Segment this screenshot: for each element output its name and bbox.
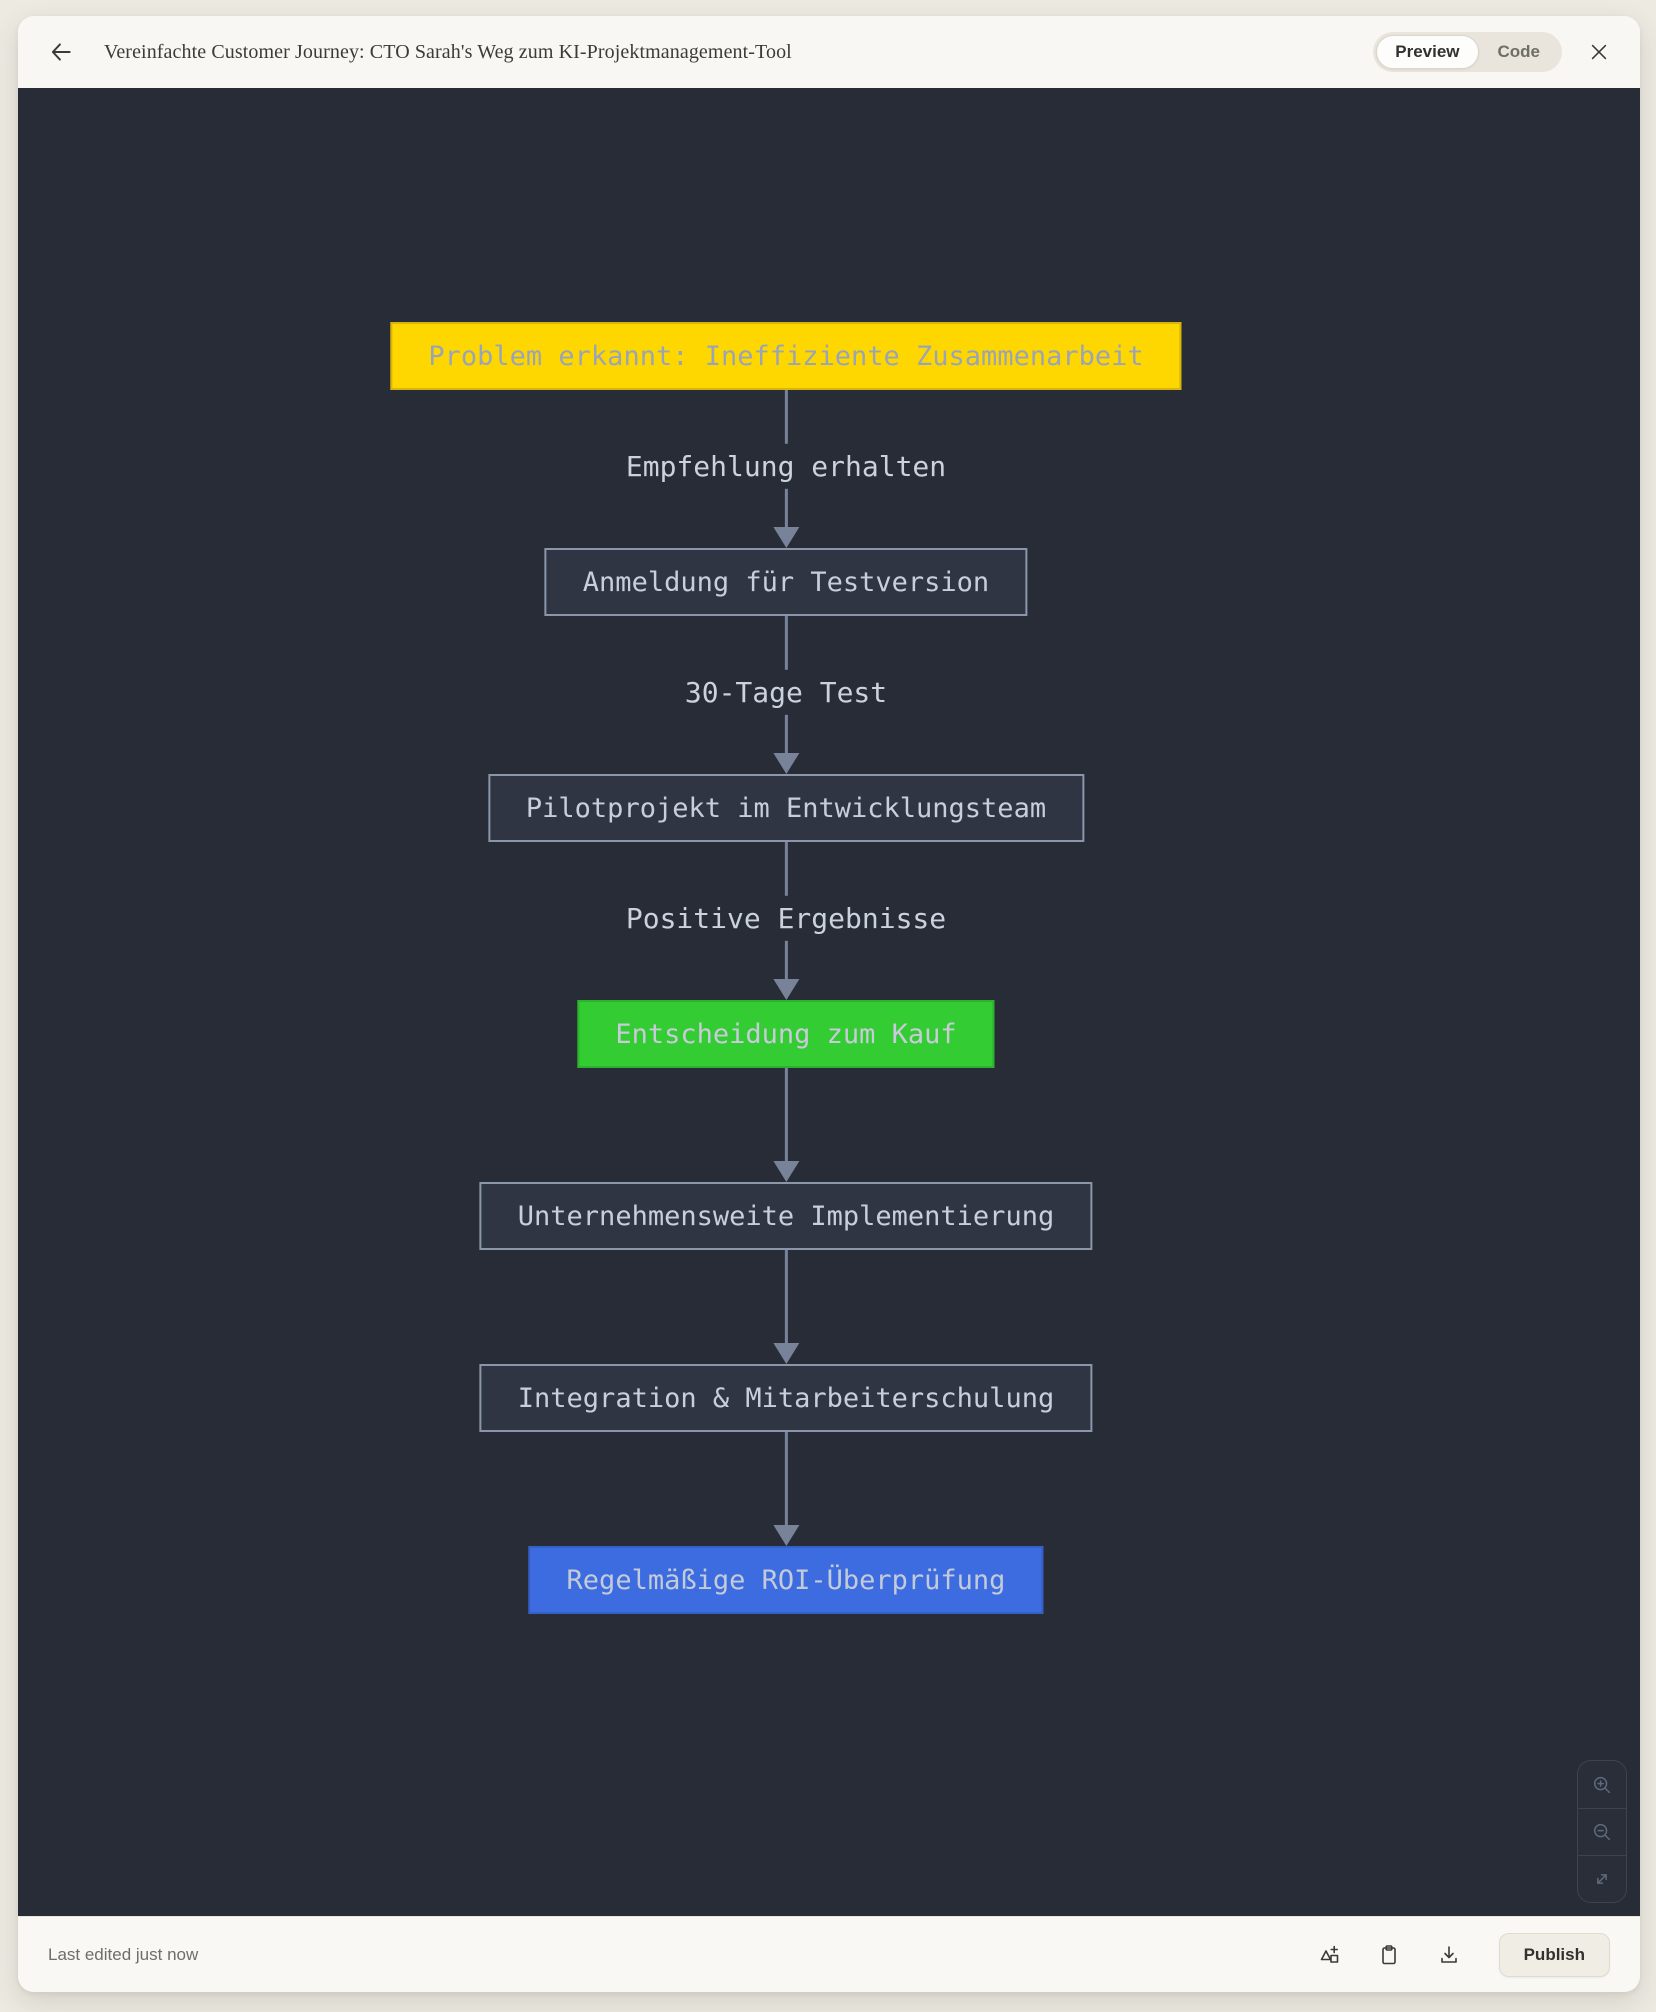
zoom-out-icon[interactable]	[1578, 1808, 1626, 1855]
flowchart: Problem erkannt: Ineffiziente Zusammenar…	[390, 322, 1182, 1614]
flow-edge-5	[769, 1250, 803, 1364]
edge-line	[784, 1068, 788, 1178]
flow-edge-1: Empfehlung erhalten	[609, 390, 963, 548]
arrowhead-icon	[773, 979, 799, 1000]
zoom-controls	[1577, 1760, 1627, 1903]
flow-node-purchase-decision: Entscheidung zum Kauf	[577, 1000, 995, 1068]
arrowhead-icon	[773, 753, 799, 774]
edge-label: 30-Tage Test	[668, 669, 904, 715]
tab-code[interactable]: Code	[1479, 35, 1560, 69]
flow-node-problem: Problem erkannt: Ineffiziente Zusammenar…	[390, 322, 1182, 390]
shapes-add-icon[interactable]	[1313, 1939, 1345, 1971]
zoom-in-icon[interactable]	[1578, 1761, 1626, 1808]
edge-label: Positive Ergebnisse	[609, 895, 963, 941]
flow-edge-6	[769, 1432, 803, 1546]
view-toggle: Preview Code	[1373, 32, 1562, 72]
window-header: Vereinfachte Customer Journey: CTO Sarah…	[18, 16, 1640, 88]
arrowhead-icon	[773, 1525, 799, 1546]
publish-button[interactable]: Publish	[1498, 1932, 1610, 1977]
edge-line	[784, 1250, 788, 1360]
flow-node-roi-review: Regelmäßige ROI-Überprüfung	[528, 1546, 1044, 1614]
arrowhead-icon	[773, 1343, 799, 1364]
flow-node-integration-training: Integration & Mitarbeiterschulung	[479, 1364, 1093, 1432]
arrowhead-icon	[773, 1161, 799, 1182]
back-arrow-icon[interactable]	[44, 35, 78, 69]
flow-node-trial-signup: Anmeldung für Testversion	[544, 548, 1028, 616]
flow-node-company-rollout: Unternehmensweite Implementierung	[479, 1182, 1093, 1250]
clipboard-icon[interactable]	[1373, 1939, 1405, 1971]
artifact-window: Vereinfachte Customer Journey: CTO Sarah…	[18, 16, 1640, 1992]
edge-label: Empfehlung erhalten	[609, 443, 963, 489]
flow-node-pilot-project: Pilotprojekt im Entwicklungsteam	[487, 774, 1085, 842]
download-icon[interactable]	[1433, 1939, 1465, 1971]
expand-icon[interactable]	[1578, 1855, 1626, 1902]
edge-line	[784, 1432, 788, 1542]
flow-edge-3: Positive Ergebnisse	[609, 842, 963, 1000]
window-footer: Last edited just now	[18, 1916, 1640, 1992]
arrowhead-icon	[773, 527, 799, 548]
flow-edge-4	[769, 1068, 803, 1182]
page-title: Vereinfachte Customer Journey: CTO Sarah…	[104, 40, 792, 63]
last-edited-status: Last edited just now	[48, 1944, 199, 1964]
tab-preview[interactable]: Preview	[1376, 35, 1479, 69]
close-icon[interactable]	[1584, 37, 1614, 67]
flow-edge-2: 30-Tage Test	[668, 616, 904, 774]
diagram-canvas: Problem erkannt: Ineffiziente Zusammenar…	[18, 88, 1640, 1916]
